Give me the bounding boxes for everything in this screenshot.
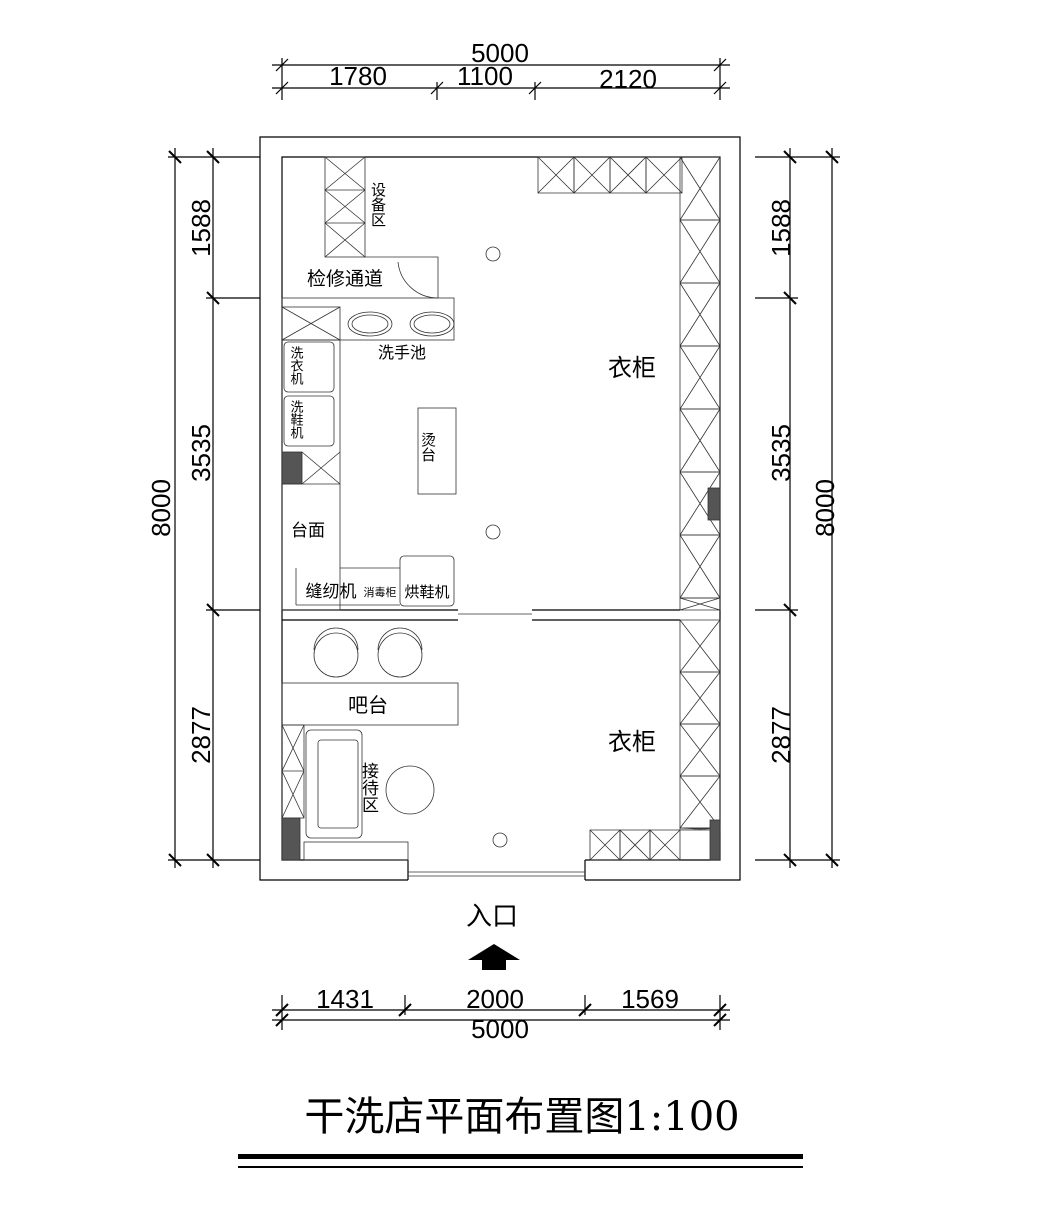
wardrobe-cell xyxy=(649,829,681,861)
right-dimensions: 1588 3535 2877 8000 xyxy=(755,148,840,868)
sewing-machine-label: 缝纫机 xyxy=(306,582,357,602)
dim-bottom-total: 5000 xyxy=(471,1014,529,1044)
wardrobe-cell xyxy=(589,829,621,861)
entrance-label: 入口 xyxy=(466,902,518,932)
bar-stools xyxy=(281,627,459,726)
wardrobe-cell xyxy=(679,282,721,347)
dim-bottom-3: 1569 xyxy=(621,984,679,1014)
countertop-label: 台面 xyxy=(291,521,325,541)
wardrobe-cell xyxy=(679,345,721,410)
wardrobe-cell xyxy=(679,534,721,599)
dim-right-2: 3535 xyxy=(766,424,796,482)
wardrobe-cell xyxy=(679,619,721,673)
reception-area-label: 接待区 xyxy=(358,762,379,813)
wardrobe-cell xyxy=(645,156,683,194)
dim-top-total: 5000 xyxy=(471,38,529,68)
ironing-table xyxy=(417,407,457,495)
dim-left-total: 8000 xyxy=(146,479,176,537)
wardrobe-right xyxy=(537,156,721,861)
top-dimensions: 5000 1780 1100 2120 xyxy=(272,38,730,100)
hand-basin-counter xyxy=(281,297,455,341)
shoe-dryer xyxy=(399,555,455,607)
bar-counter-label: 吧台 xyxy=(348,693,388,717)
wardrobe-cell xyxy=(679,156,721,221)
wardrobe-cell xyxy=(537,156,575,194)
wardrobe-cell xyxy=(679,597,721,611)
dim-top-2: 1100 xyxy=(457,61,513,91)
equipment-cabinets xyxy=(324,156,439,299)
dim-right-3: 2877 xyxy=(766,706,796,764)
hand-basin-label: 洗手池 xyxy=(378,343,426,362)
reception-furniture xyxy=(281,724,435,861)
dim-bottom-1: 1431 xyxy=(316,984,374,1014)
dim-left-1: 1588 xyxy=(186,199,216,257)
wardrobe-cell xyxy=(573,156,611,194)
ironing-table-label: 烫台 xyxy=(419,432,437,462)
wardrobe-cell xyxy=(609,156,647,194)
bottom-dimensions: 1431 2000 1569 5000 xyxy=(272,984,730,1044)
person-icons xyxy=(485,246,508,848)
entrance-arrow-icon xyxy=(468,944,520,970)
wardrobe-cell xyxy=(679,219,721,284)
wardrobe-cell xyxy=(679,671,721,725)
wardrobe-lower-label: 衣柜 xyxy=(608,728,656,756)
wardrobe-cell xyxy=(679,723,721,777)
title-underline-thick xyxy=(238,1154,803,1159)
dim-top-3: 2120 xyxy=(599,64,657,94)
dim-top-1: 1780 xyxy=(329,61,387,91)
title-underline-thin xyxy=(238,1166,803,1168)
disinfection-cabinet-label: 消毒柜 xyxy=(364,585,397,599)
dim-left-3: 2877 xyxy=(186,706,216,764)
column xyxy=(707,487,721,521)
equipment-area-label: 设备区 xyxy=(369,182,387,227)
left-dimensions: 8000 1588 3535 2877 xyxy=(146,148,260,868)
wardrobe-upper-label: 衣柜 xyxy=(608,354,656,382)
column xyxy=(709,819,721,861)
wardrobe-cell xyxy=(619,829,651,861)
shoe-dryer-label: 烘鞋机 xyxy=(404,583,449,601)
dim-right-1: 1588 xyxy=(766,199,796,257)
walls xyxy=(259,136,741,881)
drawing-title: 干洗店平面布置图1:100 xyxy=(304,1094,739,1140)
dim-left-2: 3535 xyxy=(186,424,216,482)
dim-right-total: 8000 xyxy=(810,479,840,537)
washing-machine-label: 洗衣机 xyxy=(288,346,304,386)
wardrobe-cell xyxy=(679,408,721,473)
shoe-washer-label: 洗鞋机 xyxy=(288,400,304,440)
machines-left xyxy=(281,339,400,611)
maintenance-passage-label: 检修通道 xyxy=(307,268,383,290)
dim-bottom-2: 2000 xyxy=(466,984,524,1014)
